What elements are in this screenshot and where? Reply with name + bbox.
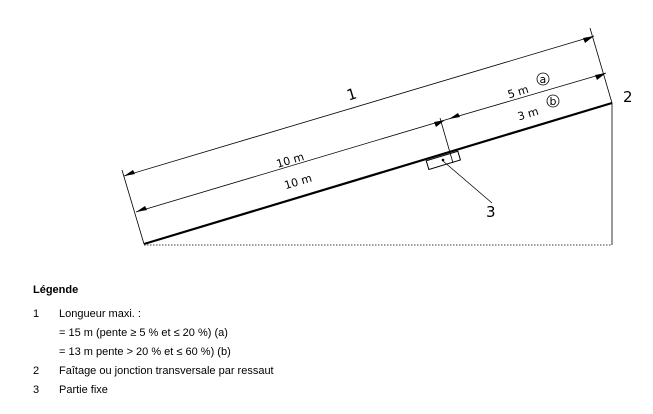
dim-line-total xyxy=(123,35,595,177)
ext-line-left xyxy=(121,169,145,245)
dim-line-left xyxy=(135,119,446,213)
ext-line-right xyxy=(589,27,613,104)
legend-item-text: Longueur maxi. : xyxy=(59,307,141,320)
arrowhead xyxy=(136,206,147,212)
legend-item-text: = 13 m pente > 20 % et ≤ 60 %) (b) xyxy=(59,345,231,358)
fixed-part-block xyxy=(425,150,462,171)
ext-line-mid xyxy=(439,117,454,164)
legend-item: 2 Faîtage ou jonction transversale par r… xyxy=(33,361,633,380)
legend-item-text: Faîtage ou jonction transversale par res… xyxy=(59,364,274,377)
legend: Légende 1 Longueur maxi. : = 15 m (pente… xyxy=(33,283,633,399)
mark-a: a xyxy=(536,72,550,86)
dim-label-upper-right: 5 m xyxy=(506,83,530,102)
legend-item-text: = 15 m (pente ≥ 5 % et ≤ 20 %) (a) xyxy=(59,326,228,339)
arrowhead xyxy=(434,120,445,127)
callout-2: 2 xyxy=(623,88,633,106)
legend-item-number: 2 xyxy=(33,364,40,377)
dim-line-right xyxy=(444,72,607,121)
callout-1: 1 xyxy=(345,84,359,104)
callout-3: 3 xyxy=(486,203,496,221)
arrowhead xyxy=(124,170,135,176)
legend-item: = 13 m pente > 20 % et ≤ 60 %) (b) xyxy=(33,342,633,361)
mark-b: b xyxy=(546,94,560,108)
svg-text:a: a xyxy=(540,73,547,86)
roof-slope-diagram: 1 2 3 10 m 10 m 5 m 3 m a b xyxy=(121,27,633,246)
legend-item: 3 Partie fixe xyxy=(33,380,633,399)
legend-item: 1 Longueur maxi. : xyxy=(33,304,633,323)
legend-title: Légende xyxy=(33,284,79,296)
leader-line-3 xyxy=(442,160,493,204)
dim-label-lower-right: 3 m xyxy=(516,105,540,124)
dim-label-lower-left: 10 m xyxy=(283,172,314,193)
legend-item: = 15 m (pente ≥ 5 % et ≤ 20 %) (a) xyxy=(33,323,633,342)
fixed-part-dot xyxy=(441,158,445,162)
legend-item-text: Partie fixe xyxy=(59,383,108,396)
legend-item-number: 1 xyxy=(33,307,40,320)
arrowhead xyxy=(583,36,594,43)
svg-text:b: b xyxy=(550,95,557,108)
dim-label-upper-left: 10 m xyxy=(275,150,306,171)
legend-item-number: 3 xyxy=(33,383,40,396)
roof-slope-line xyxy=(143,101,613,246)
arrowhead xyxy=(449,113,460,119)
arrowhead xyxy=(595,73,606,80)
